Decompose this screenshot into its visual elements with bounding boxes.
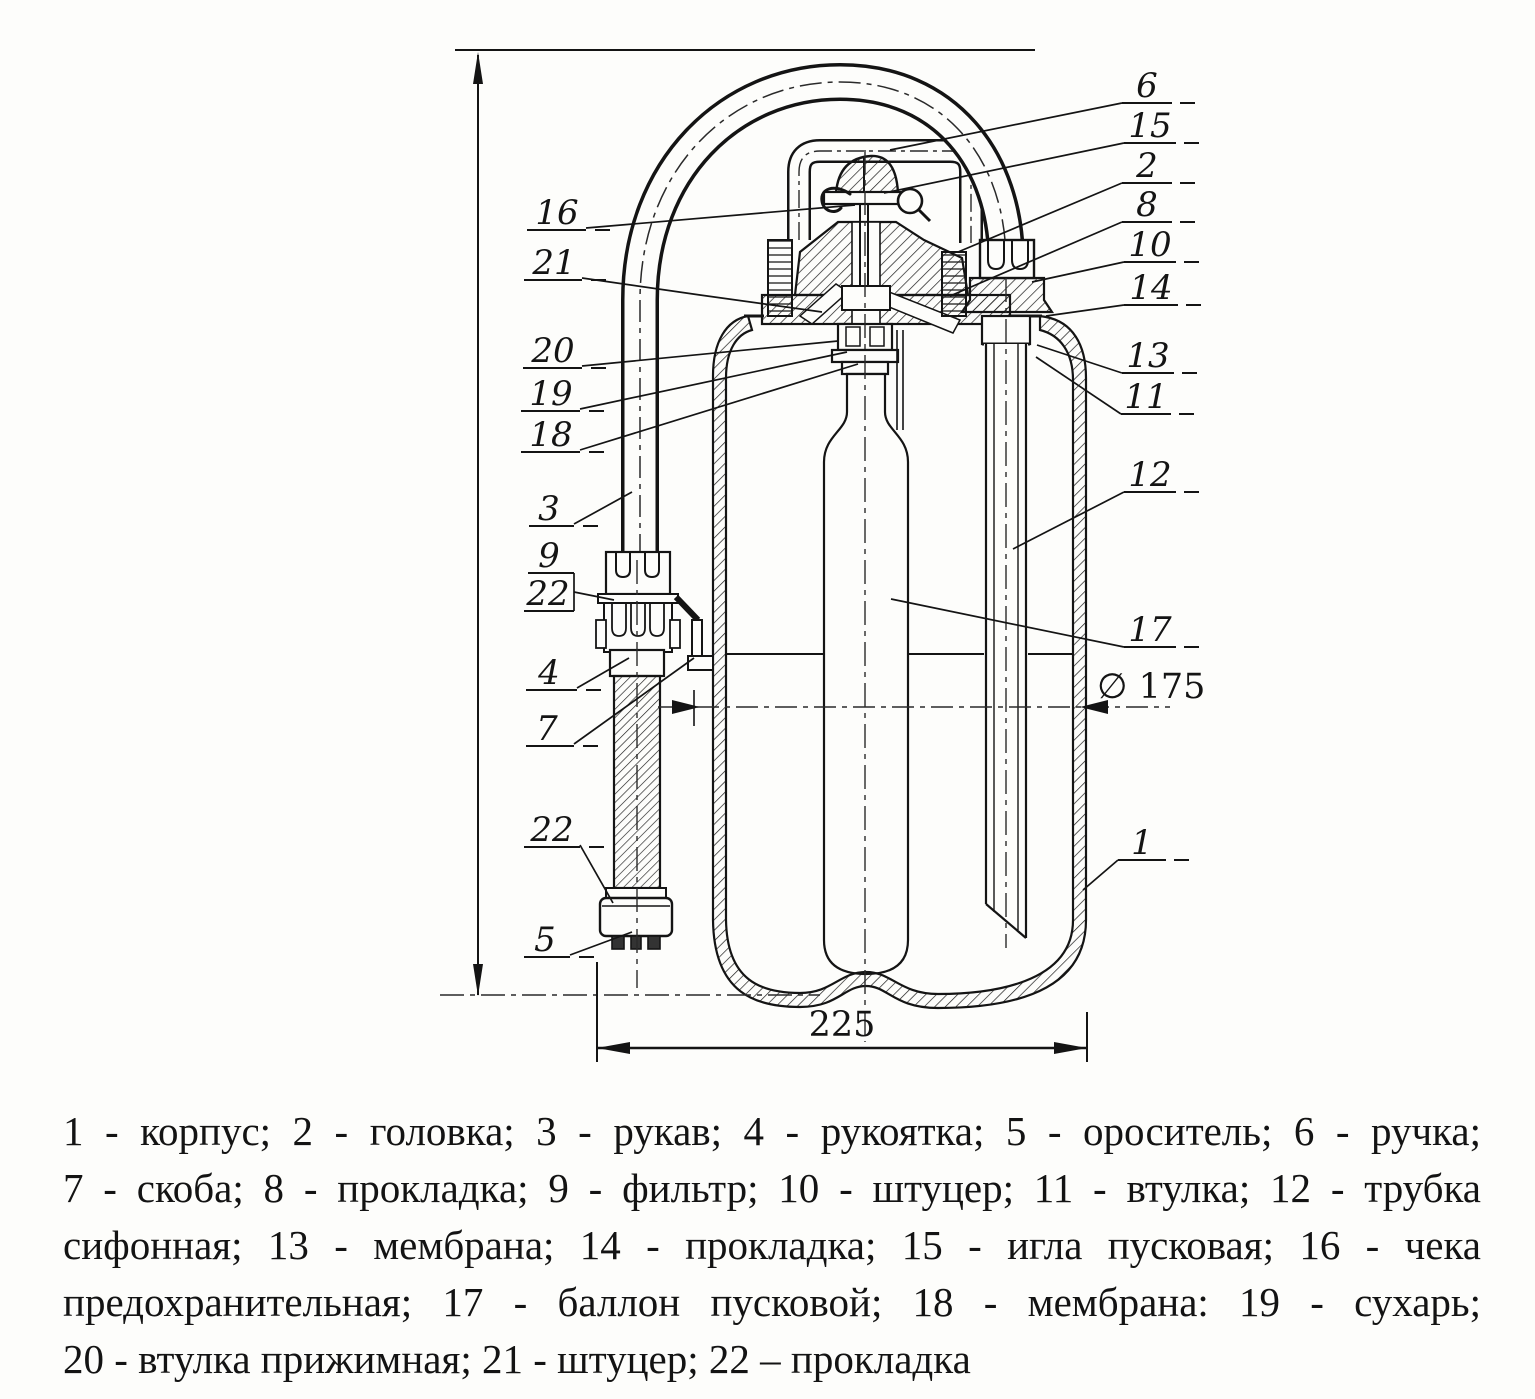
filter xyxy=(603,602,673,653)
safety-pin-hook xyxy=(820,186,852,213)
sprayer-body xyxy=(598,896,674,938)
callout-18: 18 xyxy=(529,415,572,455)
legend-line-1: 1 - корпус; 2 - головка; 3 - рукав; 4 - … xyxy=(63,1108,1481,1154)
callout-underlines xyxy=(521,102,1201,958)
callout-leaders xyxy=(533,102,1125,956)
callout-22a: 22 xyxy=(525,574,569,614)
callout-3: 3 xyxy=(538,489,560,529)
callout-5: 5 xyxy=(534,920,556,960)
dimension-lines: 225 ∅ 175 xyxy=(455,49,1205,1062)
callout-22b: 22 xyxy=(529,810,573,850)
callout-11: 11 xyxy=(1124,377,1167,417)
head-block xyxy=(760,220,1012,334)
callout-7: 7 xyxy=(536,709,558,749)
outlet-fitting xyxy=(959,238,1055,314)
head-bolt-left xyxy=(767,239,793,317)
callout-17: 17 xyxy=(1128,610,1172,650)
callout-6: 6 xyxy=(1136,66,1158,106)
callout-21: 21 xyxy=(531,243,575,283)
legend-line-5: 20 - втулка прижимная; 21 - штуцер; 22 –… xyxy=(63,1336,971,1382)
hose xyxy=(621,62,1025,556)
callout-15: 15 xyxy=(1128,106,1171,146)
dimension-width: 225 xyxy=(809,1005,876,1045)
pull-ring-ball xyxy=(896,187,924,215)
head-boss-right xyxy=(941,251,967,317)
parts-legend: 1 - корпус; 2 - головка; 3 - рукав; 4 - … xyxy=(63,1103,1481,1388)
callout-10: 10 xyxy=(1128,225,1171,265)
callout-1: 1 xyxy=(1131,823,1153,863)
callout-8: 8 xyxy=(1136,185,1158,225)
callout-4: 4 xyxy=(537,653,560,693)
dimension-diameter: ∅ 175 xyxy=(1097,667,1205,707)
callout-14: 14 xyxy=(1129,268,1172,308)
starting-cylinder xyxy=(822,372,910,976)
trigger-lever-group xyxy=(820,154,932,258)
legend-line-2: 7 - скоба; 8 - прокладка; 9 - фильтр; 10… xyxy=(63,1165,1481,1211)
sprayer-gasket xyxy=(605,887,667,899)
callout-19: 19 xyxy=(529,374,572,414)
callout-13: 13 xyxy=(1126,336,1169,376)
callout-20: 20 xyxy=(530,331,574,371)
callout-2: 2 xyxy=(1135,146,1158,186)
bracket-arm xyxy=(673,594,701,623)
callout-12: 12 xyxy=(1128,455,1171,495)
bracket-foot xyxy=(687,655,714,671)
callout-9: 9 xyxy=(538,536,560,576)
handle-assembly xyxy=(595,550,714,950)
needle-guide-nut xyxy=(841,285,891,311)
callout-16: 16 xyxy=(535,193,578,233)
centerlines xyxy=(440,150,1007,1042)
callout-numbers: 16 21 20 19 18 3 9 22 4 7 22 5 6 15 2 8 … xyxy=(521,66,1201,960)
legend-line-4: предохранительная; 17 - баллон пусковой;… xyxy=(63,1279,1481,1325)
legend-line-3: сифонная; 13 - мембрана; 14 - прокладка;… xyxy=(63,1222,1481,1268)
bracket-strip xyxy=(691,619,703,661)
